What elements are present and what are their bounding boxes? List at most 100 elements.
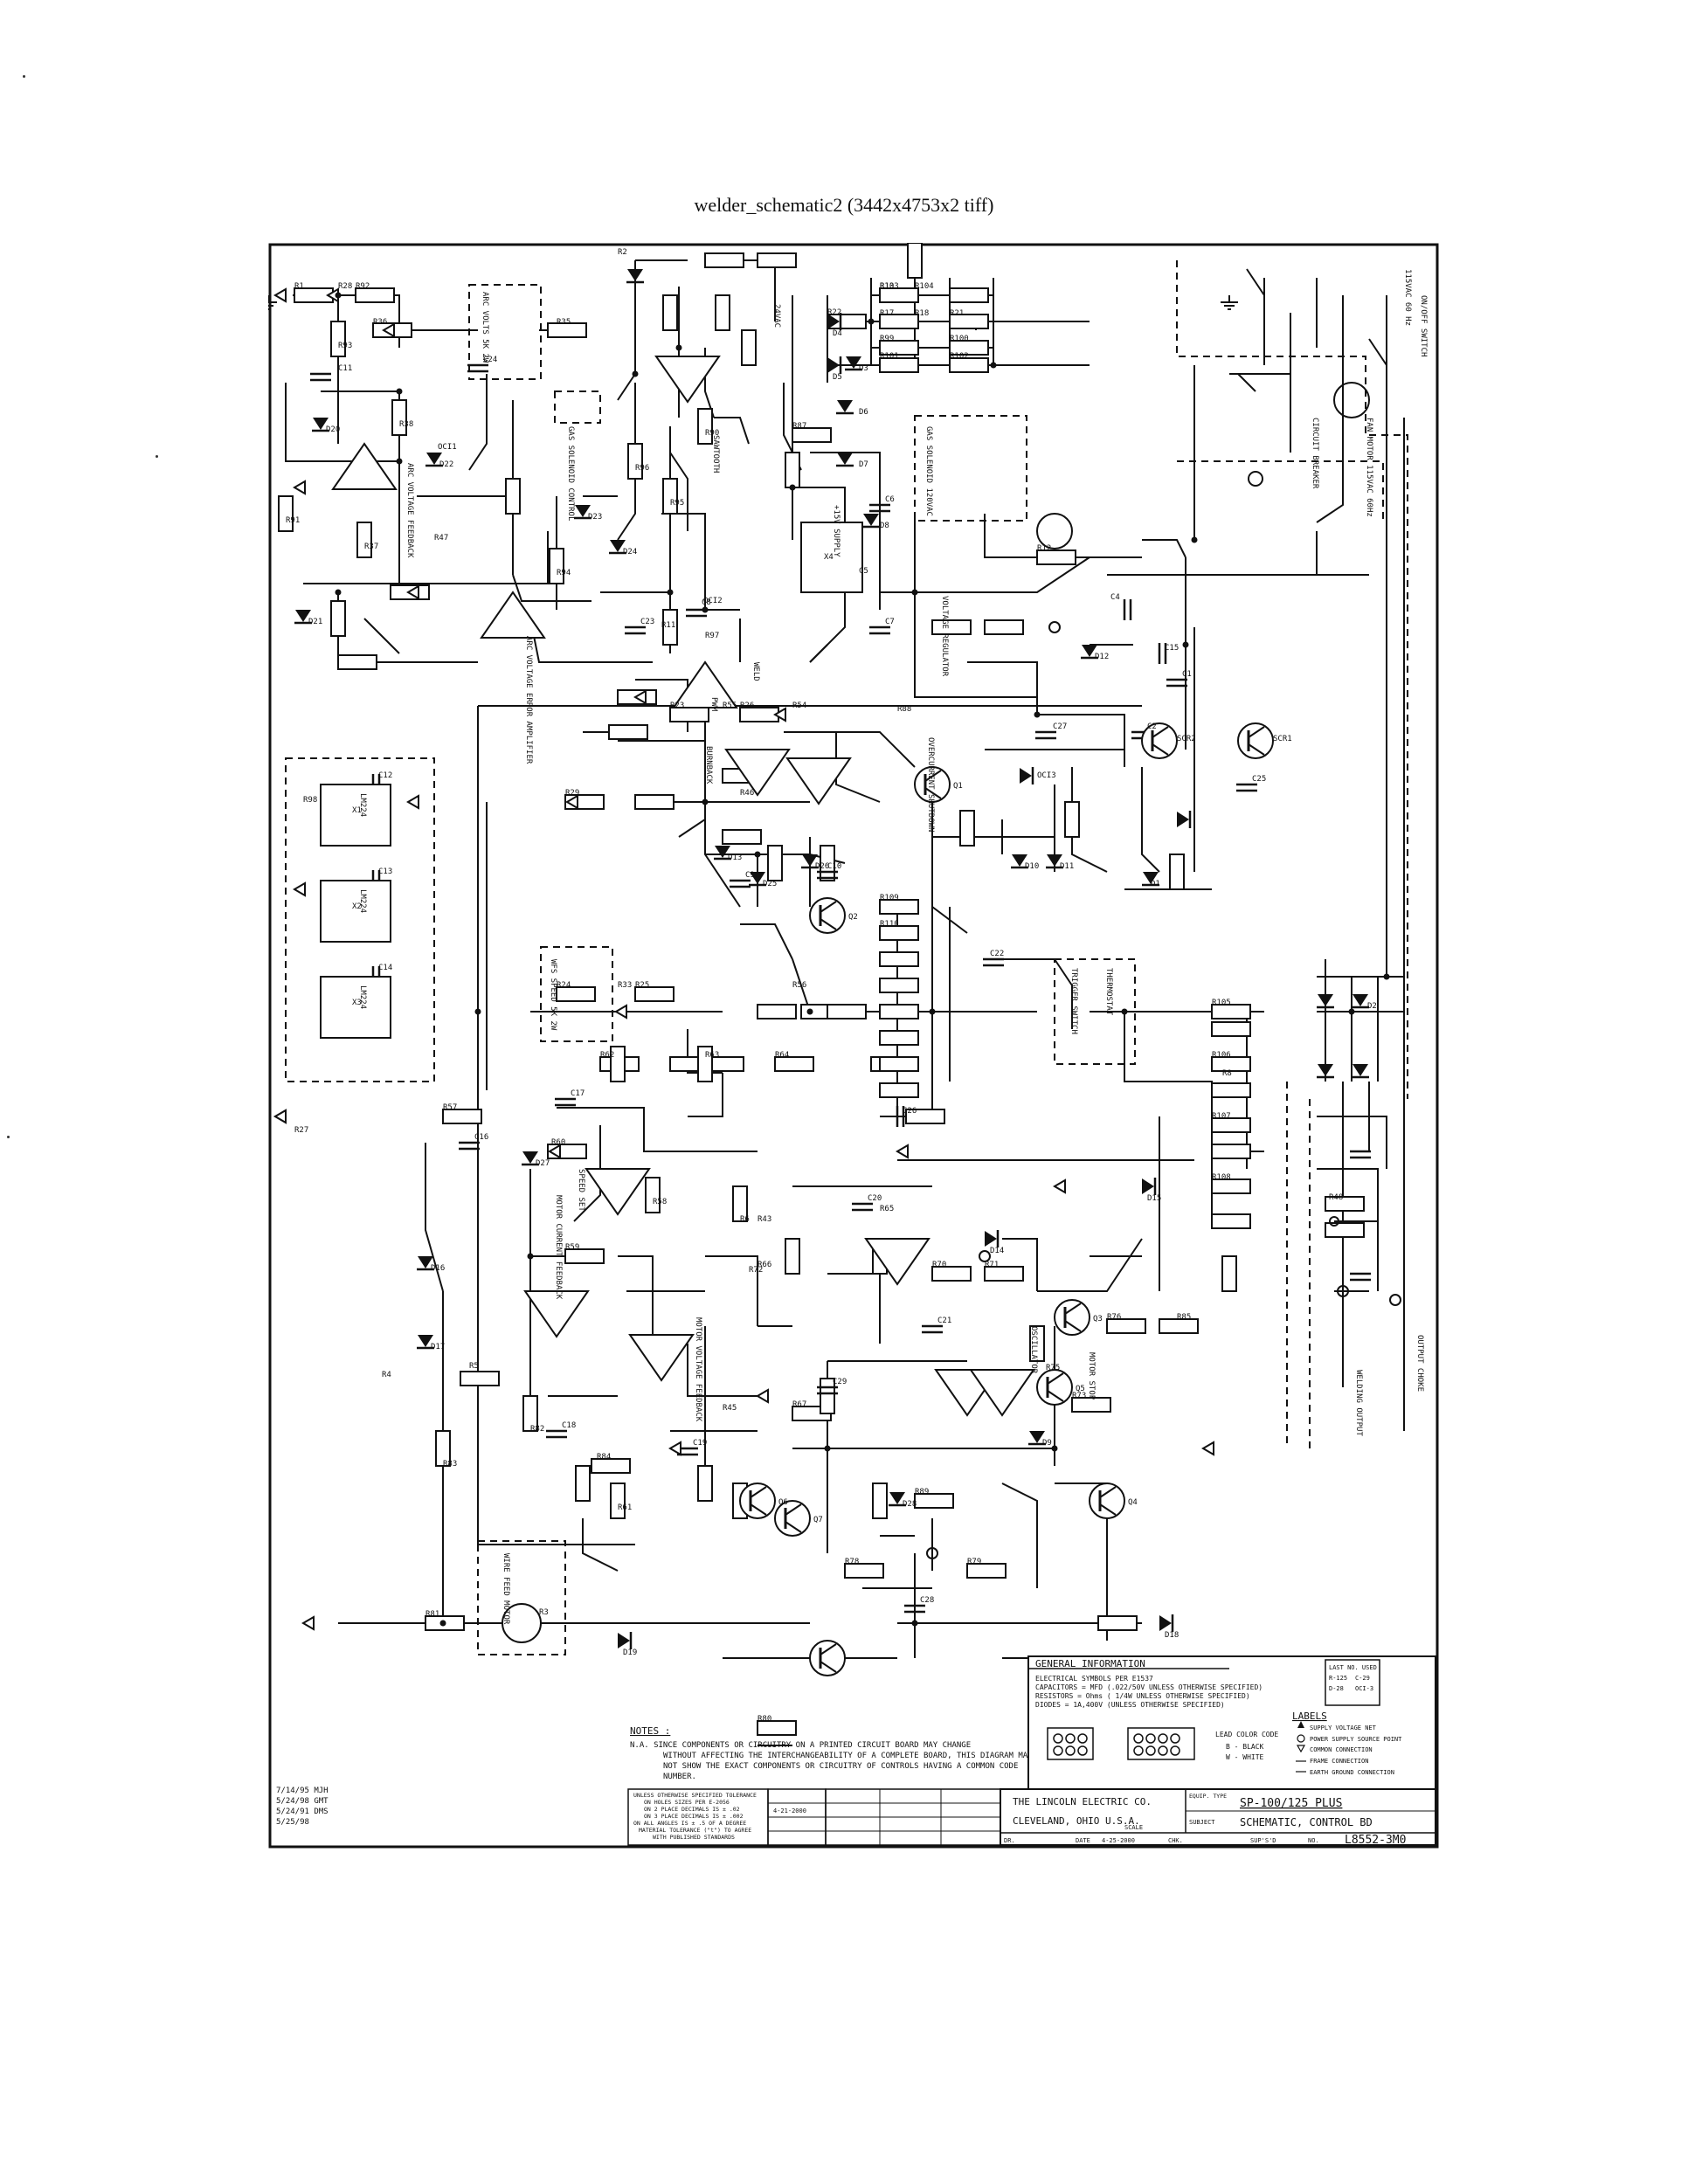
legend-common-connection: COMMON CONNECTION [1310,1746,1373,1753]
tolerance-line-3: ON 2 PLACE DECIMALS IS ± .02 [644,1806,740,1813]
component-ref: R64 [775,1051,789,1060]
component-ref: R57 [443,1103,457,1112]
component-ref: C2 [1147,722,1157,731]
component-ref: R2 [618,248,627,257]
tolerance-line-7: WITH PUBLISHED STANDARDS [653,1834,735,1841]
general-info-line-3: RESISTORS = Ohms ( 1/4W UNLESS OTHERWISE… [1035,1692,1250,1700]
component-ref: R85 [1177,1313,1191,1322]
component-ref: R12 [1037,544,1051,553]
title-block: THE LINCOLN ELECTRIC CO. CLEVELAND, OHIO… [1000,1788,1436,1847]
component-ref: C21 [937,1317,951,1325]
component-ref: D27 [536,1159,550,1168]
component-ref: R100 [950,335,969,343]
component-ref: C15 [1165,644,1179,653]
component-ref: R37 [364,543,378,551]
component-ref: R67 [792,1400,806,1409]
component-ref: R61 [618,1503,632,1512]
component-ref: D4 [833,329,842,338]
component-ref: D3 [859,364,868,373]
component-ref: R82 [530,1425,544,1434]
component-ref: D17 [431,1343,445,1351]
label-fan-motor: FAN MOTOR 115VAC 60Hz [1365,418,1373,517]
general-info-line-4: DIODES = 1A,400V (UNLESS OTHERWISE SPECI… [1035,1701,1225,1709]
component-ref: R48 [1329,1193,1343,1202]
component-ref: R83 [443,1460,457,1469]
component-ref: C26 [903,1107,917,1116]
component-ref: R90 [705,429,719,438]
component-ref: C19 [693,1439,707,1448]
scale-label: SCALE [1124,1824,1143,1831]
component-ref: D5 [833,373,842,382]
component-ref: R46 [740,789,754,798]
component-ref: C4 [1110,593,1120,602]
component-ref: R95 [670,499,684,508]
component-ref: C12 [378,771,392,780]
notes-line-3: NOT SHOW THE EXACT COMPONENTS OR CIRCUIT… [663,1762,1018,1771]
component-ref: R3 [539,1608,549,1617]
subject-value: SCHEMATIC, CONTROL BD [1240,1816,1373,1828]
component-ref: R101 [880,352,899,361]
component-ref: C9 [745,871,755,880]
last-used-d: D-28 [1329,1685,1344,1692]
chk-label: CHK. [1168,1837,1183,1844]
component-ref: R23 [670,702,684,710]
component-ref: Q6 [778,1498,788,1507]
component-ref: C18 [562,1421,576,1430]
revision-entry: 5/25/98 [276,1818,309,1827]
component-ref: R80 [758,1715,771,1724]
lead-color-heading: LEAD COLOR CODE [1215,1731,1278,1738]
dr-label: DR. [1004,1837,1015,1844]
revision-entry: 7/14/95 MJH [276,1787,329,1795]
label-thermostat: THERMOSTAT [1104,968,1113,1016]
component-ref: R38 [399,420,413,429]
component-ref: C11 [338,364,352,373]
component-ref: D8 [880,522,889,530]
component-ref: D26 [815,862,829,871]
component-ref: OCI1 [438,443,457,452]
component-ref: R35 [557,318,571,327]
label-speed-control: WFS SPEED 5K 2W [549,959,557,1031]
component-ref: C16 [474,1133,488,1142]
last-used-heading: LAST NO. USED [1329,1664,1377,1671]
component-ref: R8 [1222,1069,1232,1078]
tolerance-line-6: MATERIAL TOLERANCE ("t") TO AGREE [639,1827,751,1834]
notes-line-2: WITHOUT AFFECTING THE INTERCHANGEABILITY… [663,1752,1033,1760]
label-pwm: PWM [709,697,718,712]
component-ref: R60 [551,1138,565,1147]
component-ref: C7 [885,618,895,626]
component-ref: R27 [294,1126,308,1135]
component-ref: Q5 [1076,1385,1085,1393]
component-ref: R75 [1046,1364,1060,1372]
component-ref: R29 [565,789,579,798]
last-used-r: R-125 [1329,1675,1347,1682]
notes-line-4: NUMBER. [663,1773,696,1781]
tolerance-line-2: ON HOLES SIZES PER E-2056 [644,1799,730,1806]
component-ref: D25 [763,880,777,888]
component-ref: R108 [1212,1173,1231,1182]
component-ref: R43 [758,1215,771,1224]
component-ref: R18 [915,309,929,318]
label-welding-output: WELDING OUTPUT [1354,1370,1363,1436]
component-ref: R65 [880,1205,894,1213]
component-ref: C1 [1182,670,1192,679]
drawing-number: L8552-3M0 [1345,1834,1406,1847]
component-ref: R66 [758,1261,771,1269]
ic-label-3: LM224 [358,985,367,1009]
component-ref: SCR2 [1177,735,1196,743]
component-ref: D23 [588,513,602,522]
component-ref: R33 [618,981,632,990]
component-ref: R22 [827,308,841,317]
component-ref: C13 [378,867,392,876]
component-ref: R47 [434,534,448,543]
component-ref: D12 [1095,653,1109,661]
component-ref: D15 [1147,1194,1161,1203]
component-ref: R106 [1212,1051,1231,1060]
general-info-block: GENERAL INFORMATION ELECTRICAL SYMBOLS P… [1027,1655,1436,1790]
component-ref: R102 [950,352,969,361]
component-ref: X3 [352,999,362,1007]
component-ref: R63 [705,1051,719,1060]
component-ref: R84 [597,1453,611,1462]
component-ref: C27 [1053,722,1067,731]
general-info-line-1: ELECTRICAL SYMBOLS PER E1537 [1035,1675,1153,1683]
component-ref: R6 [740,1215,750,1224]
